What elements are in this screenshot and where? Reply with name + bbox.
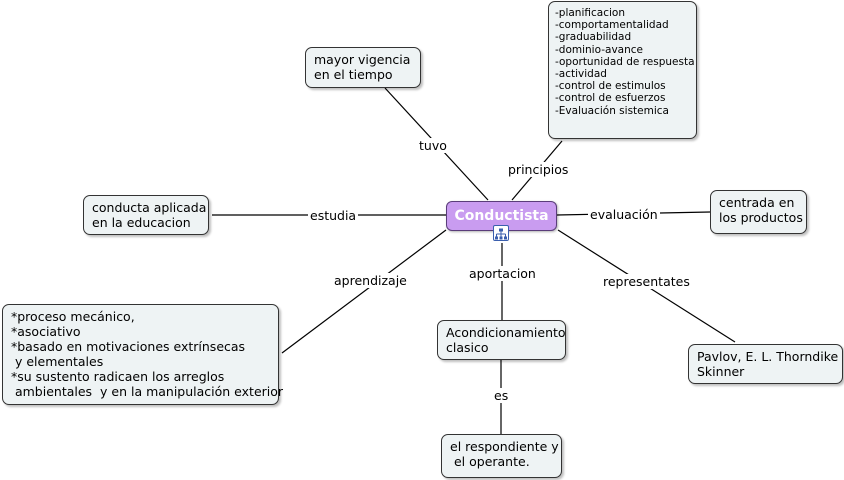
link-label-evaluacion: evaluación <box>588 207 660 222</box>
node-respondiente-operante[interactable]: el respondiente y el operante. <box>441 434 562 478</box>
node-proceso-mecanico[interactable]: *proceso mecánico, *asociativo *basado e… <box>2 304 283 405</box>
link-label-estudia: estudia <box>308 208 359 223</box>
node-mayor-vigencia[interactable]: mayor vigencia en el tiempo <box>305 47 421 88</box>
node-representantes[interactable]: Pavlov, E. L. Thorndike Skinner <box>688 344 843 384</box>
link-label-es: es <box>492 388 511 403</box>
link-label-tuvo: tuvo <box>417 138 449 153</box>
link-label-principios: principios <box>506 162 571 177</box>
node-conducta-aplicada[interactable]: conducta aplicada en la educacion <box>83 195 209 235</box>
node-centrada-productos[interactable]: centrada en los productos <box>710 190 807 234</box>
link-label-aportacion: aportacion <box>467 266 538 281</box>
link-label-representates: representates <box>601 274 692 289</box>
node-principios-list[interactable]: -planificacion -comportamentalidad -grad… <box>548 1 697 139</box>
link-label-aprendizaje: aprendizaje <box>332 273 409 288</box>
node-acondicionamiento[interactable]: Acondicionamiento clasico <box>437 320 566 360</box>
concept-map-icon[interactable] <box>493 225 509 241</box>
